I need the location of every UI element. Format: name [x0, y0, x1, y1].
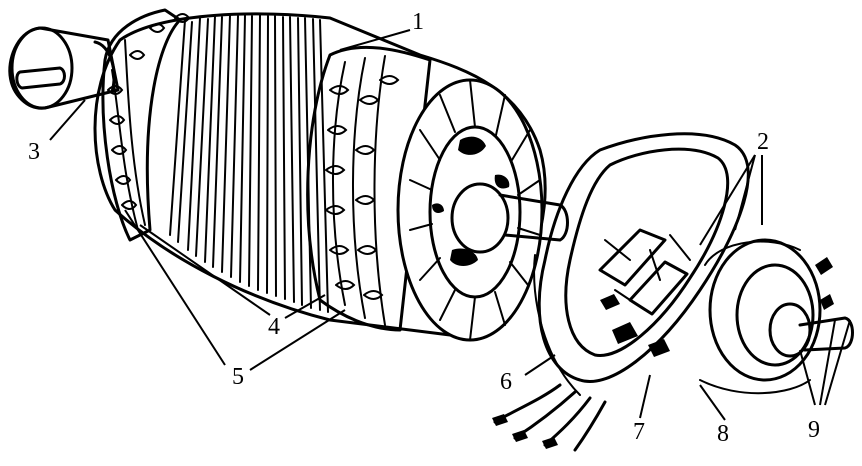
brush-leads — [492, 383, 607, 452]
commutator-face — [396, 78, 569, 342]
end-shield — [533, 132, 750, 396]
callout-1: 1 — [412, 9, 424, 35]
callout-4: 4 — [268, 314, 280, 340]
leader-lines — [49, 29, 851, 421]
callout-5: 5 — [232, 364, 244, 390]
callout-9: 9 — [808, 417, 820, 443]
callout-3: 3 — [28, 139, 40, 165]
callout-6: 6 — [500, 369, 512, 395]
bearing-assembly — [699, 238, 854, 395]
callout-2: 2 — [757, 129, 769, 155]
callout-8: 8 — [717, 421, 729, 447]
callout-7: 7 — [633, 419, 645, 445]
